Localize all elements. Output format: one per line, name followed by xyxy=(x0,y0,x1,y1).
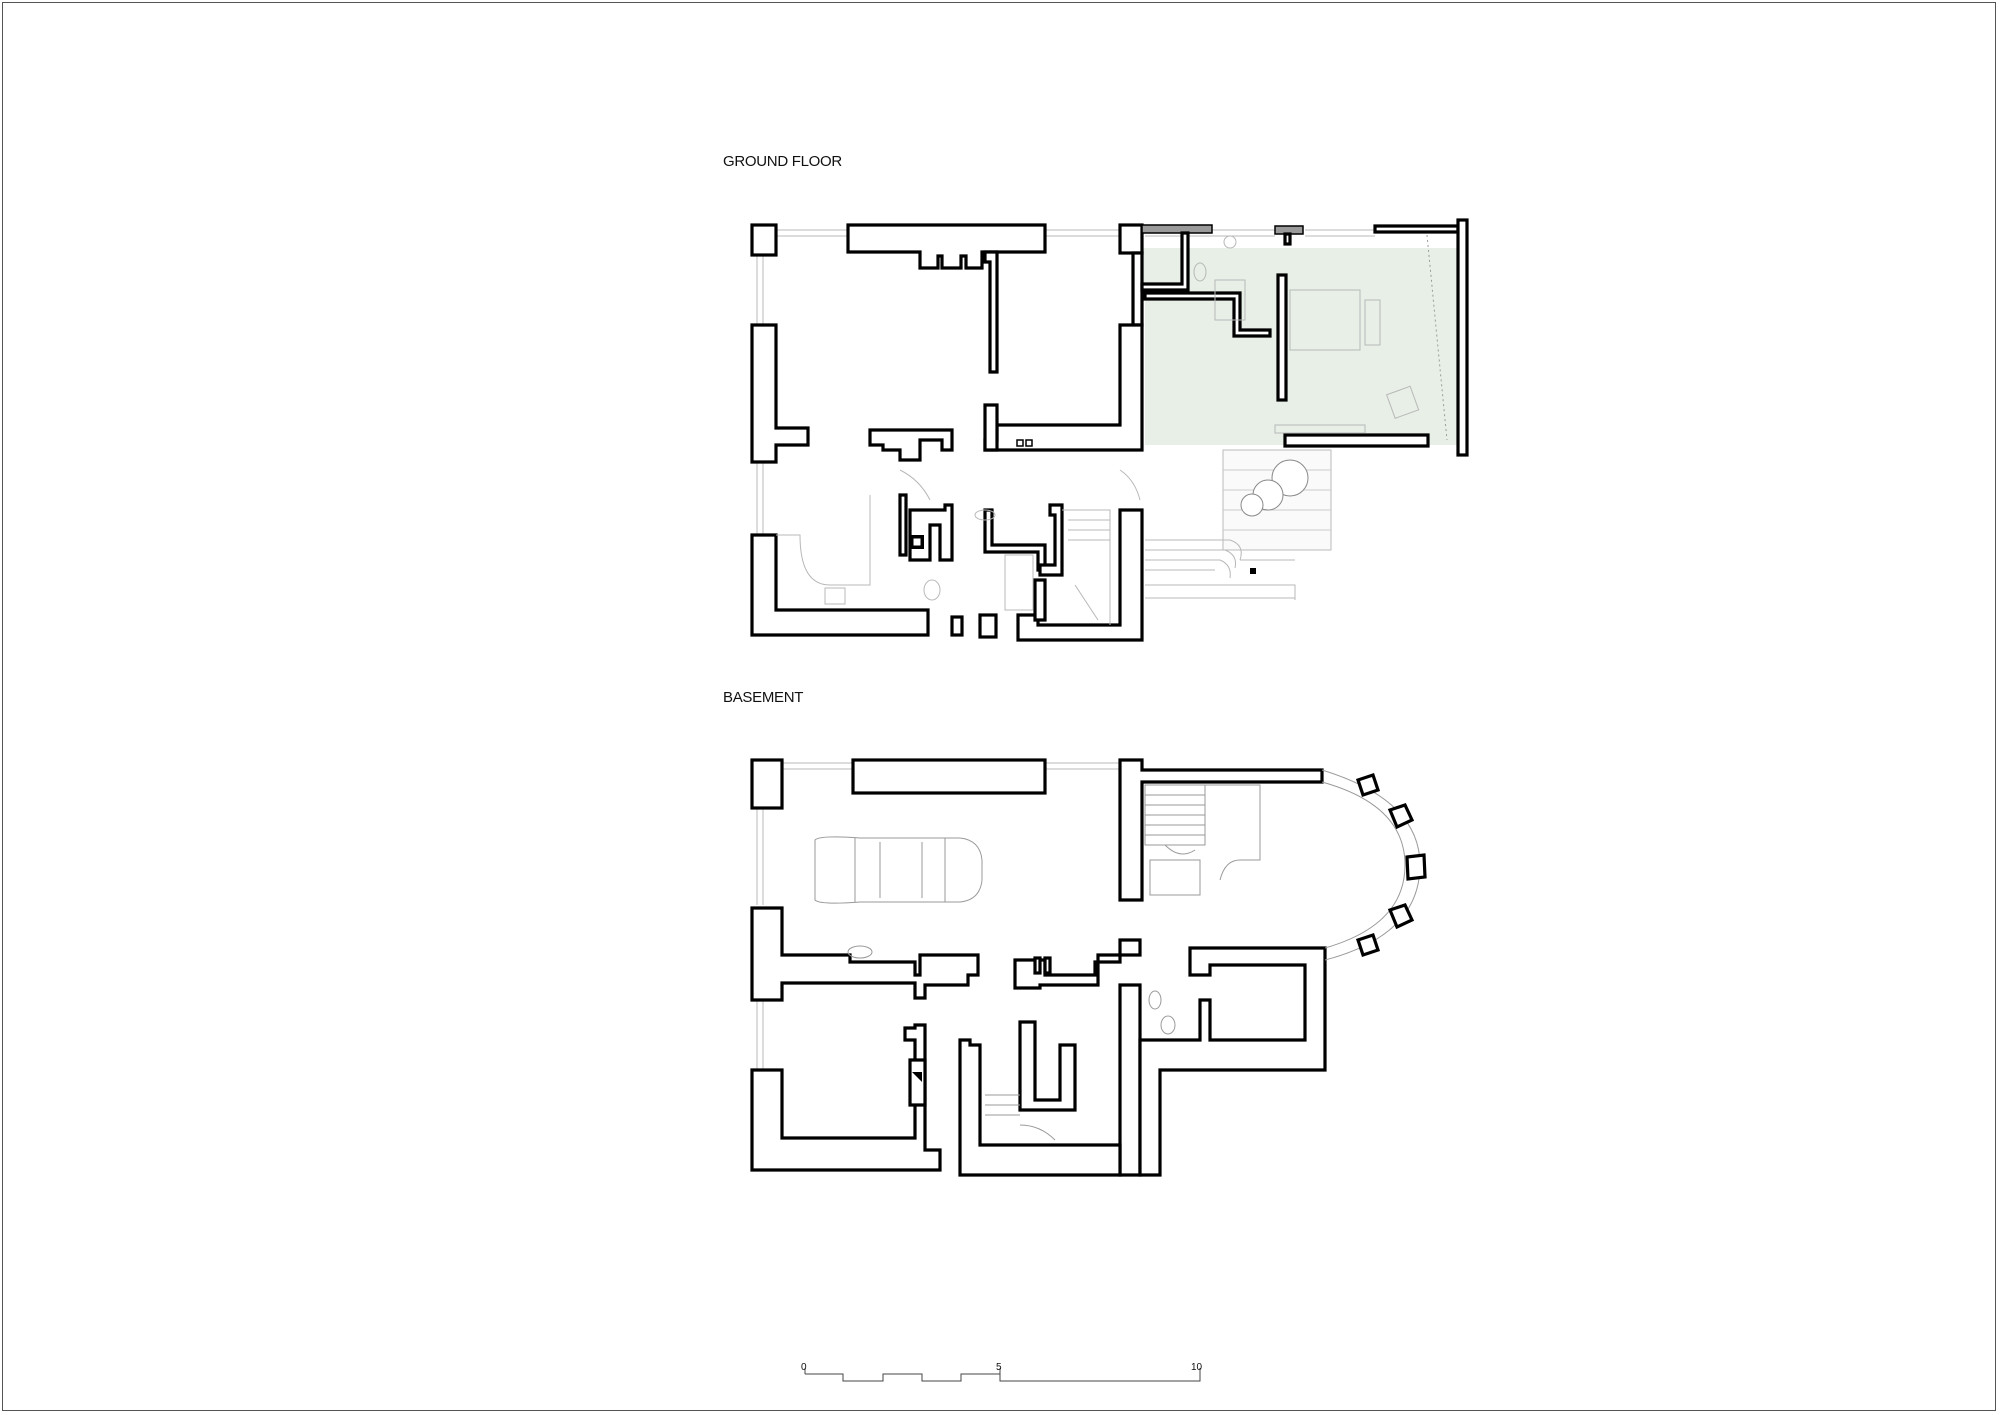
extension-north-east xyxy=(1373,224,1460,234)
basement-stairs xyxy=(1144,784,1261,896)
curved-pier xyxy=(1387,803,1415,830)
curved-pier xyxy=(1387,903,1415,930)
wall-interior-vertical xyxy=(983,250,999,374)
steps xyxy=(1145,539,1296,600)
extension-wall-1 xyxy=(1140,231,1190,292)
extension-wall-3 xyxy=(1276,273,1288,402)
basement-pier-nw xyxy=(750,758,784,810)
wall-stair-core xyxy=(983,508,1047,572)
basement-post xyxy=(1043,956,1052,975)
wall-pier-ne xyxy=(1118,223,1144,255)
wall-pier-south-1 xyxy=(950,615,964,637)
wall-east-middle xyxy=(983,323,1144,452)
extension-glazing xyxy=(1426,234,1448,441)
wall-stair-side xyxy=(1038,503,1064,577)
extension-east-wall xyxy=(1456,218,1469,457)
basement-wall-chimney xyxy=(908,1058,927,1107)
wall-pier-nw xyxy=(750,223,778,257)
scale-tick-10: 10 xyxy=(1191,1362,1203,1373)
flue-icon xyxy=(912,1072,922,1082)
wall-stair-east xyxy=(1033,578,1047,622)
wall-west-upper xyxy=(750,323,810,464)
basement-wall-u-core xyxy=(1018,1020,1077,1112)
flue-inner-icon xyxy=(912,537,922,547)
wall-bath-block xyxy=(908,503,954,562)
terrace xyxy=(1145,449,1332,600)
wall-east-lower-stub xyxy=(983,403,999,452)
basement-wall-south-east xyxy=(958,1038,1122,1177)
post-icon xyxy=(1250,568,1256,574)
socket-icon xyxy=(1016,439,1024,447)
extension-south-wall xyxy=(1283,433,1430,448)
curved-pier xyxy=(1355,932,1381,958)
curved-wall-inner xyxy=(1321,781,1406,949)
extension-wall-2 xyxy=(1143,291,1272,338)
scale-tick-0: 0 xyxy=(801,1362,807,1373)
basement-wall-north xyxy=(851,758,1047,795)
extension-post xyxy=(1283,232,1292,246)
extension-roof-edge-1 xyxy=(1141,224,1213,234)
car-icon xyxy=(814,836,983,904)
ground-floor-plan xyxy=(750,218,1469,642)
wall-center-chimney xyxy=(868,428,954,462)
ground-floor-label: GROUND FLOOR xyxy=(723,153,842,170)
extension-furniture xyxy=(1193,235,1420,434)
wall-north xyxy=(846,223,1047,270)
basement-post xyxy=(1033,956,1042,975)
ground-window-lines xyxy=(756,229,1459,535)
basement-wall-east-block xyxy=(1118,983,1142,1177)
basement-window-lines xyxy=(756,762,1120,1070)
basement-wall-store xyxy=(1138,946,1327,1177)
curved-pier xyxy=(1405,853,1427,881)
basement-plan xyxy=(750,758,1427,1177)
basement-label: BASEMENT xyxy=(723,689,804,706)
basement-wall-center xyxy=(1013,938,1142,990)
scale-tick-5: 5 xyxy=(996,1362,1002,1373)
wall-bath-partition xyxy=(898,493,908,557)
basement-wall-south-west xyxy=(750,1023,942,1172)
tree-icon xyxy=(1240,493,1264,517)
ground-furniture xyxy=(776,469,1141,625)
basement-wall-west-mid xyxy=(750,906,980,1002)
socket-icon xyxy=(1025,439,1033,447)
basement-lower-stairs xyxy=(985,990,1176,1141)
curved-pier xyxy=(1355,772,1381,798)
basement-sink xyxy=(847,945,873,959)
wall-pier-south-2 xyxy=(978,613,998,639)
scale-bar xyxy=(804,1368,1201,1382)
